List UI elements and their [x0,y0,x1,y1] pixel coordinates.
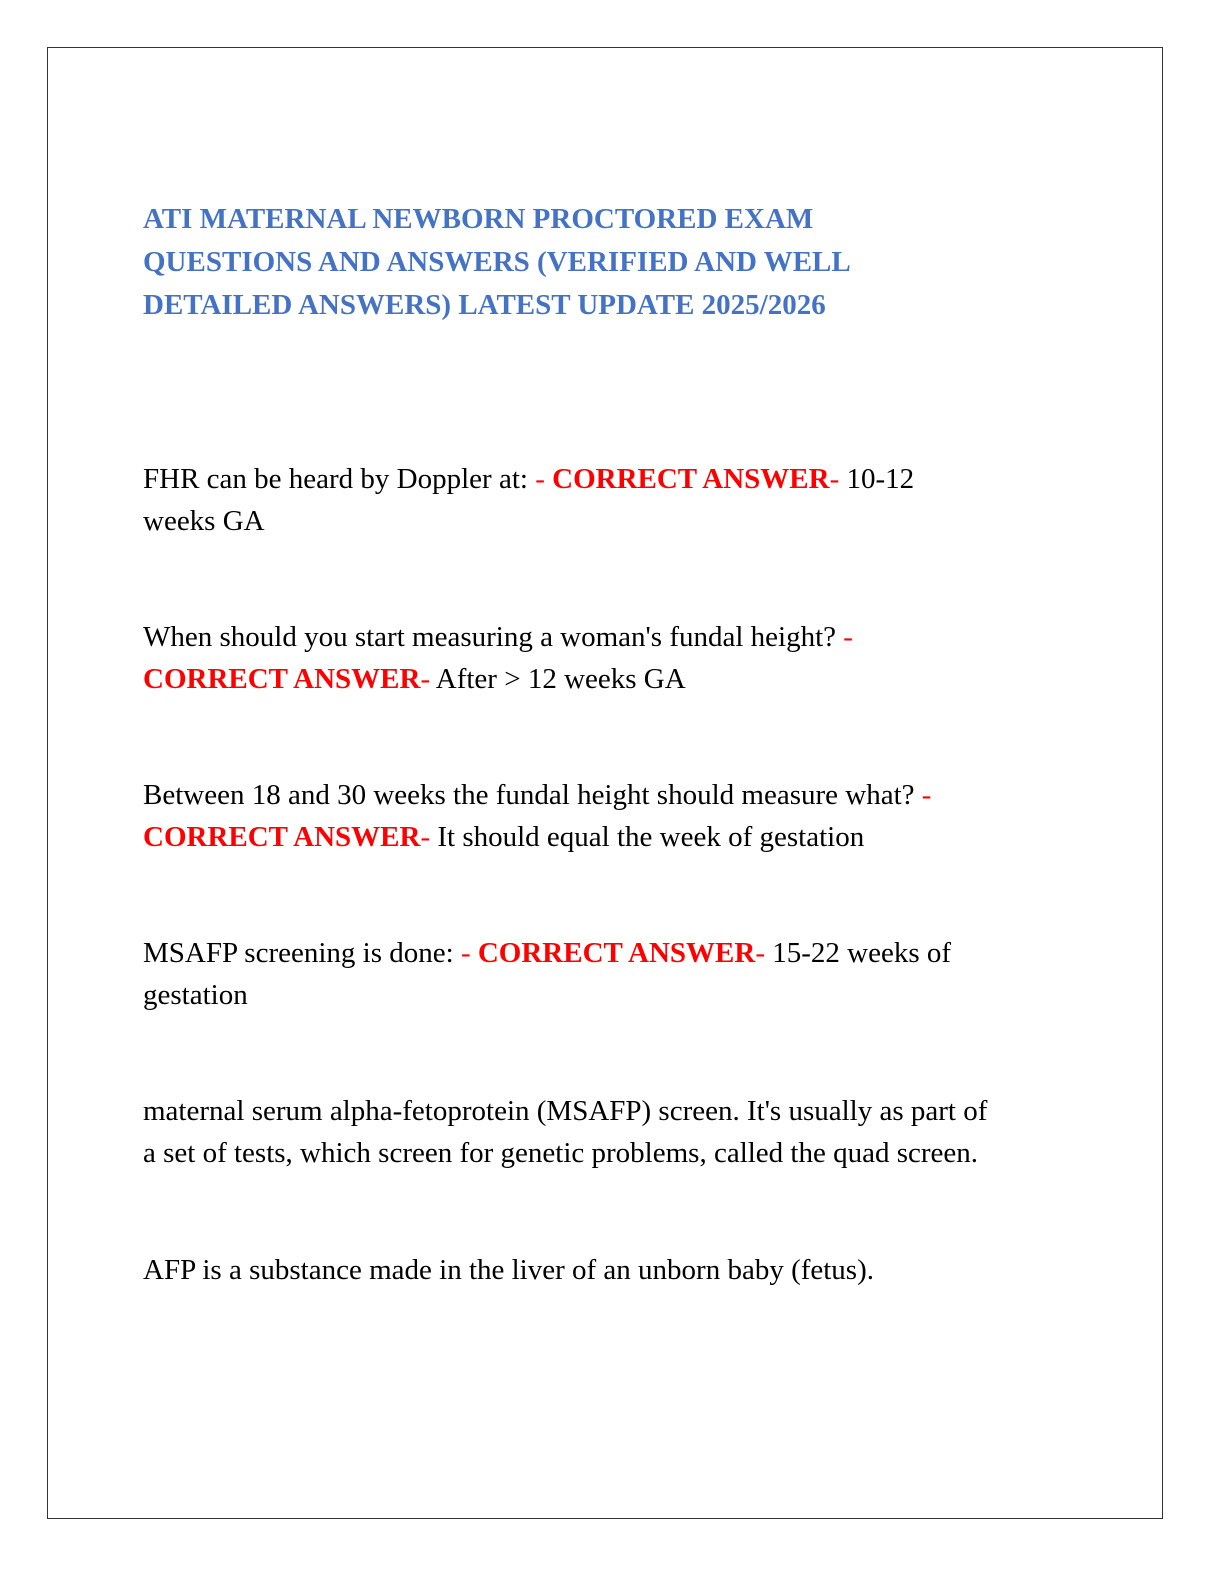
qa-item-4-line-2: gestation [143,979,248,1011]
qa-item-1: FHR can be heard by Doppler at: - CORREC… [143,458,1083,542]
answer-suffix: - [420,821,431,853]
answer-separator: - [843,621,853,653]
answer-suffix: - [755,937,765,969]
qa-item-2-line-2: CORRECT ANSWER- After > 12 weeks GA [143,658,1083,700]
qa-answer: After > 12 weeks GA [430,663,686,695]
note-afp-line-1: AFP is a substance made in the liver of … [143,1254,875,1286]
qa-item-3-line-2: CORRECT ANSWER- It should equal the week… [143,816,1083,858]
note-msafp-line-2: a set of tests, which screen for genetic… [143,1137,979,1169]
note-msafp-line-1: maternal serum alpha-fetoprotein (MSAFP)… [143,1095,988,1127]
qa-item-1-line-1: FHR can be heard by Doppler at: - CORREC… [143,458,1083,500]
note-msafp: maternal serum alpha-fetoprotein (MSAFP)… [143,1090,1083,1174]
qa-question: Between 18 and 30 weeks the fundal heigh… [143,779,922,811]
answer-separator: - [535,463,553,495]
answer-suffix: - [829,463,840,495]
qa-item-3: Between 18 and 30 weeks the fundal heigh… [143,774,1083,858]
qa-item-1-line-2: weeks GA [143,505,265,537]
correct-answer-label: CORRECT ANSWER [552,463,830,495]
title-line-1: ATI MATERNAL NEWBORN PROCTORED EXAM [143,203,814,235]
qa-question: When should you start measuring a woman'… [143,621,844,653]
qa-answer: 15-22 weeks of [764,937,952,969]
qa-answer: It should equal the week of gestation [430,821,865,853]
correct-answer-label: CORRECT ANSWER [143,821,421,853]
correct-answer-label: CORRECT ANSWER [477,937,756,969]
answer-separator: - [921,779,932,811]
qa-question: MSAFP screening is done: [143,937,461,969]
qa-item-3-line-1: Between 18 and 30 weeks the fundal heigh… [143,774,1083,816]
qa-answer: 10-12 [839,463,915,495]
title-line-3: DETAILED ANSWERS) LATEST UPDATE 2025/202… [143,289,826,321]
qa-item-2-line-1: When should you start measuring a woman'… [143,616,1083,658]
qa-item-2: When should you start measuring a woman'… [143,616,1083,700]
qa-item-4-line-1: MSAFP screening is done: - CORRECT ANSWE… [143,932,1083,974]
note-afp: AFP is a substance made in the liver of … [143,1249,1083,1291]
qa-question: FHR can be heard by Doppler at: [143,463,536,495]
document-title: ATI MATERNAL NEWBORN PROCTORED EXAM QUES… [143,198,1003,327]
answer-separator: - [460,937,478,969]
correct-answer-label: CORRECT ANSWER [143,663,421,695]
answer-suffix: - [420,663,431,695]
title-line-2: QUESTIONS AND ANSWERS (VERIFIED AND WELL [143,246,851,278]
qa-item-4: MSAFP screening is done: - CORRECT ANSWE… [143,932,1083,1016]
page-frame [47,47,1163,1519]
